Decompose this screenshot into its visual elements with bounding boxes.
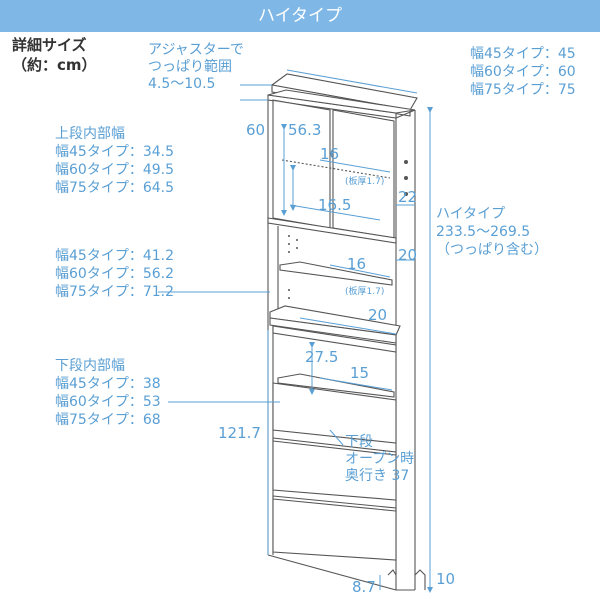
dim-15: 15 <box>350 364 370 382</box>
detail-unit-label: （約：cm） <box>12 56 97 74</box>
header-bar: ハイタイプ <box>0 0 600 32</box>
dim-20-middle: 20 <box>398 246 418 264</box>
width-type-60: 幅60タイプ：60 <box>470 64 576 80</box>
dim-27-5: 27.5 <box>305 348 339 366</box>
height-range: 233.5～269.5 <box>436 224 531 240</box>
dim-22: 22 <box>398 188 418 206</box>
dim-10: 10 <box>436 570 456 588</box>
lower-open-line3: 奥行き 37 <box>345 468 410 484</box>
upper-inner-75: 幅75タイプ：64.5 <box>55 180 174 196</box>
shelf-thickness-upper: (板厚1.7) <box>345 177 385 187</box>
lower-inner-title: 下段内部幅 <box>55 358 125 374</box>
adjuster-line2: つっぱり範囲 <box>148 59 232 75</box>
detail-size-label: 詳細サイズ <box>12 36 87 54</box>
height-note: （つっぱり含む） <box>436 242 548 258</box>
adjuster-line3: 4.5～10.5 <box>148 76 216 92</box>
upper-door-right <box>332 109 395 239</box>
dim-60: 60 <box>246 121 266 139</box>
width-type-45: 幅45タイプ：45 <box>470 46 576 62</box>
header-title: ハイタイプ <box>258 6 342 26</box>
dim-56-3: 56.3 <box>288 121 322 139</box>
width-type-75: 幅75タイプ：75 <box>470 82 576 98</box>
dim-16-upper: 16 <box>320 145 340 163</box>
middle-inner-75: 幅75タイプ：71.2 <box>55 284 174 300</box>
lower-open-line2: オープン時 <box>345 451 415 467</box>
dim-16-5: 16.5 <box>318 196 352 214</box>
shelf-thickness-middle: (板厚1.7) <box>345 287 385 297</box>
lower-inner-45: 幅45タイプ：38 <box>55 376 161 392</box>
counter-board <box>269 305 401 336</box>
upper-inner-60: 幅60タイプ：49.5 <box>55 162 174 178</box>
lower-inner-60: 幅60タイプ：53 <box>55 394 161 410</box>
cabinet-body <box>267 73 426 591</box>
height-title: ハイタイプ <box>436 206 506 222</box>
middle-inner-60: 幅60タイプ：56.2 <box>55 266 174 282</box>
drawer-2 <box>272 437 397 501</box>
dim-8-7: 8.7 <box>352 578 376 596</box>
dimension-lines <box>158 69 433 593</box>
dim-121-7: 121.7 <box>218 424 261 442</box>
upper-inner-45: 幅45タイプ：34.5 <box>55 144 174 160</box>
drawer-1 <box>272 382 397 444</box>
middle-inner-45: 幅45タイプ：41.2 <box>55 248 174 264</box>
upper-inner-title: 上段内部幅 <box>55 126 125 142</box>
dim-16-middle: 16 <box>347 255 367 273</box>
lower-inner-75: 幅75タイプ：68 <box>55 412 161 428</box>
middle-shelf <box>279 261 393 286</box>
lower-open-line1: 下段 <box>345 434 373 450</box>
drawer-3 <box>272 495 397 561</box>
dim-20-counter: 20 <box>368 306 388 324</box>
lower-flap-top <box>272 325 397 353</box>
lower-shelf <box>277 373 395 398</box>
adjuster-line1: アジャスターで <box>148 42 244 58</box>
